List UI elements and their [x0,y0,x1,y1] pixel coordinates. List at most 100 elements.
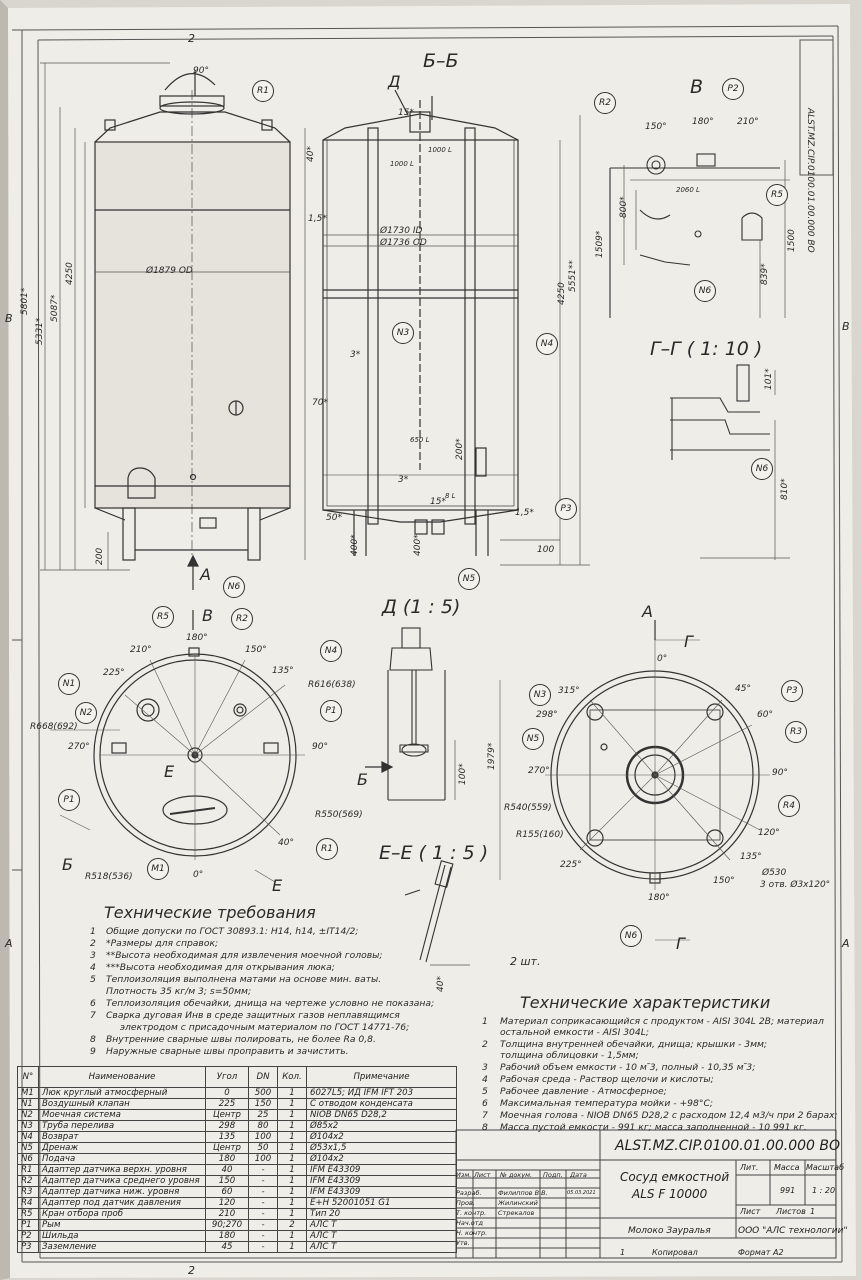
callout-r1-plan: R1 [316,838,338,860]
titleblock-role-prov: Пров. [456,1199,475,1207]
level-1000-right: 1000 L [428,146,452,154]
dim-810: 810* [780,478,790,500]
spec-num: 8 [482,1122,488,1133]
bom-cell-angle: Центр [205,1142,249,1154]
bom-cell-name: Адаптер датчика ниж. уровня [38,1186,206,1198]
bom-cell-dn: 50 [248,1142,278,1154]
bom-cell-name: Люк круглый атмосферный [38,1087,206,1099]
bom-cell-note: Ø85x2 [306,1120,457,1132]
plan-angle-0: 0° [193,870,204,880]
dim-5087: 5087* [50,294,60,322]
callout-p1-left: P1 [58,789,80,811]
bom-cell-no: P3 [17,1241,39,1253]
angle-90-top: 90° [193,66,209,76]
dim-1879: Ø1879 OD [146,266,193,276]
plan-a-angle-298: 298° [536,710,558,720]
radius-616: R616(638) [308,680,356,690]
dim-3-a: 3* [350,350,361,360]
bom-cell-qty: 1 [277,1164,307,1176]
bom-cell-qty: 1 [277,1175,307,1187]
bom-cell-dn: - [248,1230,278,1242]
titleblock-scale: 1 : 20 [812,1186,836,1195]
titleblock-sheet-no: 1 [620,1248,626,1257]
bom-cell-no: N6 [17,1153,39,1165]
spec-text: Моечная голова - NIOB DN65 D28,2 с расхо… [500,1110,838,1121]
radius-550: R550(569) [315,810,363,820]
level-1000-left: 1000 L [390,160,414,168]
bom-cell-dn: - [248,1208,278,1220]
req-text: Внутренние сварные швы полировать, не бо… [106,1034,376,1045]
dim-839: 839* [760,263,770,285]
callout-r1-front: R1 [252,80,274,102]
dim-101: 101* [764,368,774,390]
callout-p3-section: P3 [555,498,577,520]
req-text: Сварка дуговая Инв в среде защитных газо… [106,1010,400,1021]
bom-cell-dn: 80 [248,1120,278,1132]
view-a-label: А [642,602,653,621]
bom-cell-angle: 120 [205,1197,249,1209]
bom-cell-note: E+H 52001051 G1 [306,1197,457,1209]
bom-cell-angle: 225 [205,1098,249,1110]
callout-r2-v: R2 [594,92,616,114]
titleblock-col-list: Лист [474,1171,491,1179]
callout-n6-plan: N6 [223,576,245,598]
req-num: 8 [90,1034,96,1045]
dim-15-bottom: 15* [430,497,446,507]
section-b-right: Б [357,770,368,789]
req-text: Общие допуски по ГОСТ 30893.1: H14, h14,… [106,926,359,937]
bom-header-note: Примечание [306,1066,457,1088]
dim-5331: 5331* [35,317,45,345]
radius-540: R540(559) [504,803,552,813]
bom-cell-qty: 1 [277,1109,307,1121]
bom-cell-qty: 1 [277,1153,307,1165]
detail-d-title: Д (1 : 5) [382,596,461,618]
req-num: 6 [90,998,96,1009]
bom-cell-no: R4 [17,1197,39,1209]
bom-header-qty: Кол. [277,1066,307,1088]
dim-1730: Ø1730 ID [380,226,423,236]
bom-cell-angle: 40 [205,1164,249,1176]
holes-note: 3 отв. Ø3x120° [760,880,831,890]
req-text: Теплоизоляция обечайки, днища на чертеже… [106,998,435,1009]
bom-cell-note: IFM E43309 [306,1175,457,1187]
plan-a-angle-225: 225° [560,860,582,870]
req-text: электродом с присадочным материалом по Г… [120,1022,410,1033]
titleblock-sheets: 1 [810,1207,816,1216]
bom-cell-qty: 1 [277,1098,307,1110]
section-ee-title: Е–Е ( 1 : 5 ) [379,842,489,864]
titleblock-lit-label: Лит. [740,1163,759,1172]
bom-cell-dn: 100 [248,1131,278,1143]
dim-70: 70* [312,398,328,408]
bom-cell-angle: 45 [205,1241,249,1253]
dim-40-detail: 40* [436,976,446,992]
titleblock-format: Формат А2 [738,1248,784,1257]
spec-text: Рабочая среда - Раствор щелочи и кислоты… [500,1074,714,1085]
callout-p3-plan-a: P3 [781,680,803,702]
spec-text: Рабочий объем емкости - 10 м ̃3, полный … [500,1062,756,1073]
callout-n6-v: N6 [694,280,716,302]
bom-cell-dn: - [248,1164,278,1176]
titleblock-scale-label: Масштаб [806,1163,845,1172]
dim-800: 800* [619,196,629,218]
bom-cell-note: АЛС Т [306,1230,457,1242]
titleblock-role-nach: Нач.отд [456,1219,484,1227]
plan-angle-225: 225° [103,668,125,678]
callout-r5-v: R5 [766,184,788,206]
req-text: ***Высота необходимая для открывания люк… [106,962,335,973]
bom-header-angle: Угол [205,1066,249,1088]
callout-r5-plan: R5 [152,606,174,628]
titleblock-date: 05.03.2021 [567,1190,596,1196]
radius-155: R155(160) [516,830,564,840]
section-g-top: Г [684,632,693,651]
spec-num: 4 [482,1074,488,1085]
callout-n4-section: N4 [536,333,558,355]
